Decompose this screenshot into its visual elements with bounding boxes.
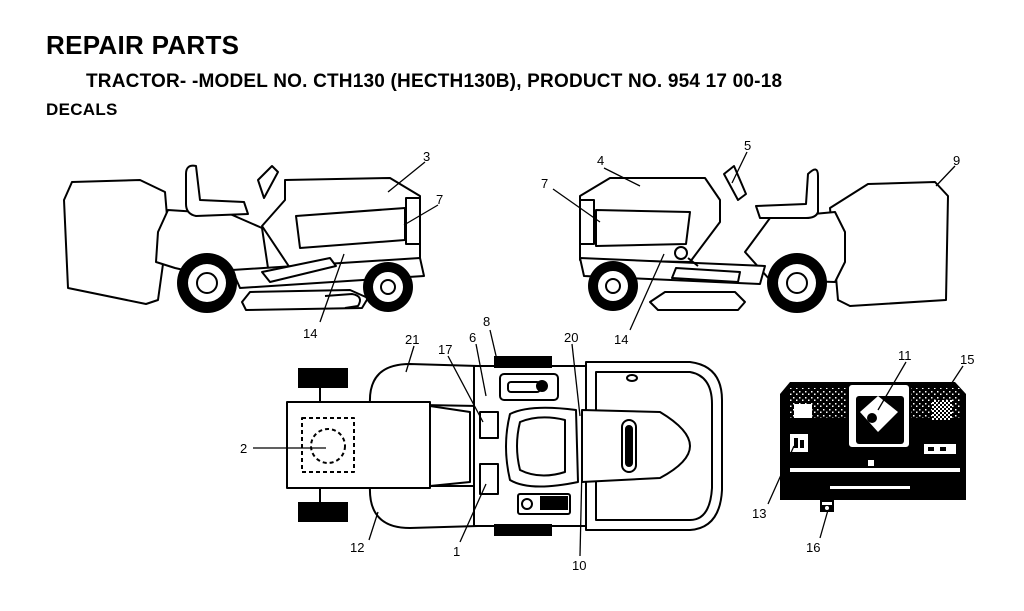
left-hood-side-panel	[295, 207, 406, 249]
top-rear-tire-top	[298, 368, 348, 388]
callout-6: 6	[469, 330, 476, 345]
callout-8: 8	[483, 314, 490, 329]
left-grass-bag	[63, 179, 169, 305]
callout-7-left: 7	[436, 192, 443, 207]
right-grass-bag	[829, 181, 949, 307]
callout-11: 11	[898, 348, 912, 363]
left-side-view	[63, 164, 425, 313]
callout-labels: 3 7 14 4 5 7 9 14 21 17 6 8 20 2 12 1 10…	[240, 138, 974, 573]
callout-12: 12	[350, 540, 364, 555]
callout-2: 2	[240, 441, 247, 456]
top-bag-decal-outline	[301, 417, 355, 473]
callout-15: 15	[960, 352, 974, 367]
callout-5: 5	[744, 138, 751, 153]
callout-7-right: 7	[541, 176, 548, 191]
right-hood-front	[579, 199, 595, 245]
left-hood-front	[405, 197, 421, 245]
callout-17: 17	[438, 342, 452, 357]
right-hood-side-panel	[595, 209, 691, 247]
callout-21: 21	[405, 332, 419, 347]
top-fender-lower	[368, 485, 479, 529]
left-footrest	[261, 257, 337, 283]
callout-3: 3	[423, 149, 430, 164]
top-left-fender-decal	[479, 411, 499, 439]
leader-lines	[253, 151, 964, 557]
right-side-view	[579, 165, 949, 313]
page-title: REPAIR PARTS	[46, 30, 240, 60]
callout-10: 10	[572, 558, 586, 573]
top-grass-bag	[286, 401, 431, 489]
left-lift-lever	[324, 293, 361, 309]
callout-1: 1	[453, 544, 460, 559]
callout-9: 9	[953, 153, 960, 168]
dash-center-decal	[860, 396, 898, 432]
left-steering-wheel	[257, 165, 279, 199]
right-seat	[755, 168, 819, 219]
right-footrest	[671, 267, 741, 283]
callout-14-right: 14	[614, 332, 628, 347]
right-mower-deck	[649, 291, 746, 311]
left-seat	[185, 164, 249, 217]
callout-13: 13	[752, 506, 766, 521]
top-chute	[429, 405, 471, 487]
callout-16: 16	[806, 540, 820, 555]
callout-20: 20	[564, 330, 578, 345]
model-subtitle: TRACTOR- -MODEL NO. CTH130 (HECTH130B), …	[86, 71, 783, 92]
top-rear-tire-bottom	[298, 502, 348, 522]
right-steering-wheel	[723, 165, 747, 201]
right-lever-knob	[674, 246, 688, 260]
top-right-fender-decal	[479, 463, 499, 495]
top-fender-upper	[368, 363, 479, 407]
callout-14-left: 14	[303, 326, 317, 341]
section-heading: DECALS	[46, 100, 118, 119]
top-view	[286, 356, 723, 536]
dash-panel-view	[780, 382, 966, 512]
callout-4: 4	[597, 153, 604, 168]
